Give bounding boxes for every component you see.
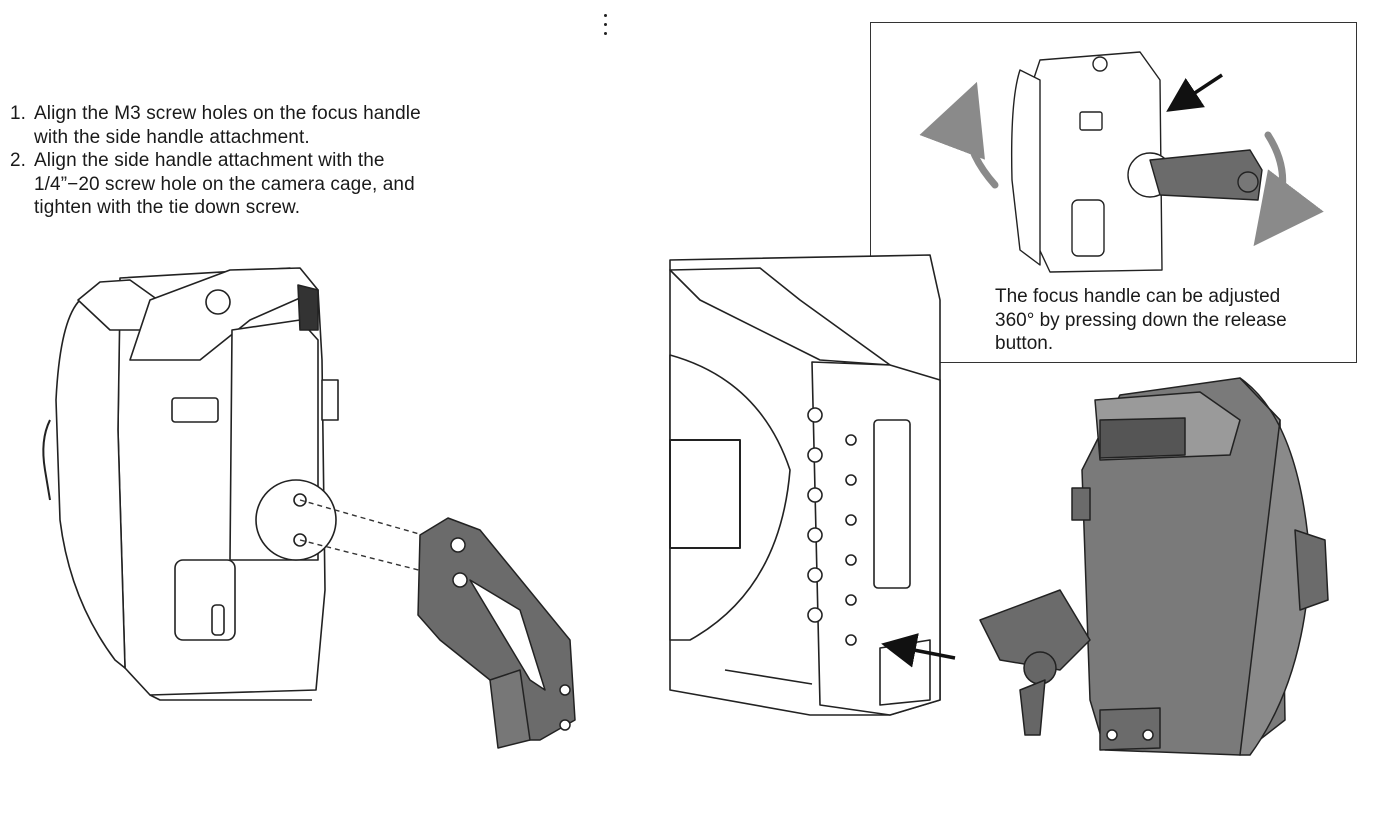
release-button-arrow-icon: [1166, 73, 1223, 112]
mounted-focus-handle-illustration: [979, 377, 1329, 756]
instruction-list: 1. Align the M3 screw holes on the focus…: [10, 102, 490, 220]
instruction-step-2: 2. Align the side handle attachment with…: [10, 149, 490, 220]
step-text: Align the M3 screw holes on the focus ha…: [34, 103, 421, 148]
rotation-callout-box: [870, 22, 1357, 363]
focus-handle-illustration: [42, 267, 339, 701]
step-text: Align the side handle attachment with th…: [34, 150, 415, 218]
mount-point-arrow-icon: [881, 633, 956, 668]
step-number: 1.: [10, 103, 27, 124]
rotate-arrow-icon: [919, 81, 1324, 247]
side-handle-attachment-illustration: [417, 517, 576, 749]
rotation-detail-illustration: [1010, 51, 1263, 273]
instruction-step-1: 1. Align the M3 screw holes on the focus…: [10, 102, 490, 149]
callout-caption: The focus handle can be adjusted 360° by…: [995, 286, 1287, 354]
step-number: 2.: [10, 150, 27, 171]
column-divider: [603, 14, 609, 44]
